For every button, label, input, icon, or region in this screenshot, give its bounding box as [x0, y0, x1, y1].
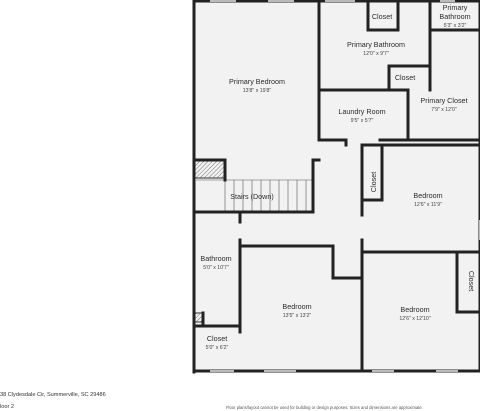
room-bedroom-right: Bedroom 12'6" x 11'9"	[413, 191, 442, 208]
svg-text:12'0" x 9'7": 12'0" x 9'7"	[363, 51, 389, 57]
walls	[192, 0, 480, 374]
room-bedroom-bottom-right: Bedroom 12'6" x 12'10"	[399, 305, 430, 322]
svg-text:12'6" x 11'9": 12'6" x 11'9"	[414, 202, 442, 208]
svg-text:7'9" x 12'0": 7'9" x 12'0"	[431, 107, 457, 113]
svg-text:Bedroom: Bedroom	[413, 191, 442, 200]
svg-text:13'5" x 13'2": 13'5" x 13'2"	[283, 313, 312, 319]
svg-text:Closet: Closet	[395, 73, 415, 82]
room-closet-right-vertical: Closet	[467, 271, 476, 291]
svg-text:9'5" x 5'7": 9'5" x 5'7"	[351, 118, 374, 124]
room-primary-closet: Primary Closet 7'9" x 12'0"	[420, 96, 467, 113]
svg-text:Closet: Closet	[369, 172, 378, 192]
disclaimer-text: Floor plans/layout cannot be used for bu…	[226, 405, 423, 410]
svg-text:5'0" x 6'2": 5'0" x 6'2"	[206, 345, 229, 351]
svg-text:Closet: Closet	[467, 271, 476, 291]
svg-text:Primary: Primary	[443, 3, 468, 12]
room-closet-top: Closet	[372, 12, 392, 21]
svg-text:Laundry Room: Laundry Room	[338, 107, 385, 116]
svg-text:Bedroom: Bedroom	[282, 302, 311, 311]
svg-text:5'0" x 10'7": 5'0" x 10'7"	[203, 265, 229, 271]
room-stairs: Stairs (Down)	[230, 192, 274, 201]
floor-label: loor 2	[0, 404, 14, 410]
room-closet-bottom-left: Closet 5'0" x 6'2"	[206, 334, 229, 351]
room-closet-vertical: Closet	[369, 172, 378, 192]
svg-text:Bathroom: Bathroom	[200, 254, 231, 263]
room-primary-bathroom-small: Primary Bathroom 5'3" x 3'2"	[439, 3, 470, 29]
svg-text:5'3" x 3'2": 5'3" x 3'2"	[444, 23, 467, 29]
room-bathroom: Bathroom 5'0" x 10'7"	[200, 254, 231, 271]
svg-text:Stairs (Down): Stairs (Down)	[230, 192, 274, 201]
floor-fill	[194, 2, 480, 370]
svg-text:Bedroom: Bedroom	[400, 305, 429, 314]
svg-text:13'8" x 19'8": 13'8" x 19'8"	[243, 88, 272, 94]
room-laundry: Laundry Room 9'5" x 5'7"	[338, 107, 385, 124]
svg-text:Primary Bathroom: Primary Bathroom	[347, 40, 405, 49]
stair-treads	[196, 179, 313, 212]
room-closet-mid: Closet	[395, 73, 415, 82]
windows	[210, 0, 480, 372]
svg-text:Primary Bedroom: Primary Bedroom	[229, 77, 285, 86]
room-primary-bedroom: Primary Bedroom 13'8" x 19'8"	[229, 77, 285, 94]
room-primary-bathroom: Primary Bathroom 12'0" x 9'7"	[347, 40, 405, 57]
room-bedroom-center: Bedroom 13'5" x 13'2"	[282, 302, 311, 319]
address-label: 38 Clydesdale Cir, Summerville, SC 29486	[0, 392, 106, 398]
svg-text:12'6" x 12'10": 12'6" x 12'10"	[399, 316, 430, 322]
svg-text:Closet: Closet	[207, 334, 227, 343]
svg-text:Bathroom: Bathroom	[439, 12, 470, 21]
svg-text:Primary Closet: Primary Closet	[420, 96, 467, 105]
svg-text:Closet: Closet	[372, 12, 392, 21]
